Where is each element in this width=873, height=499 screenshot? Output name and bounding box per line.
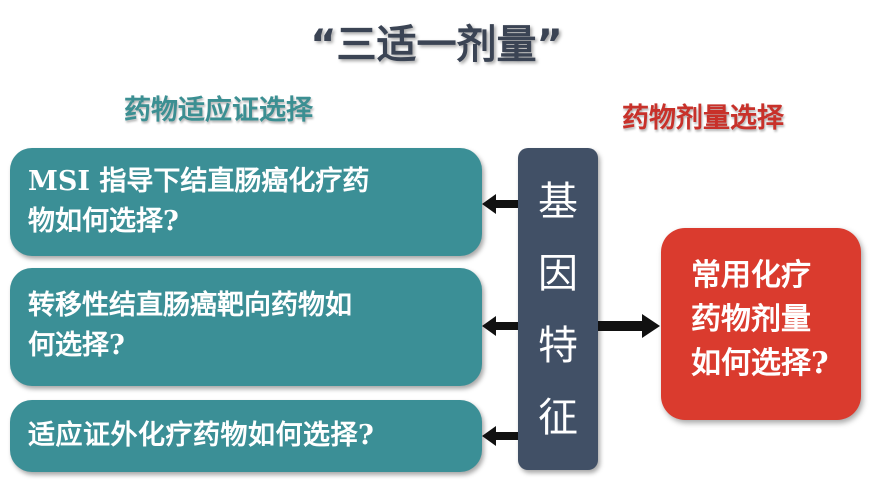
arrow-left-icon <box>482 194 520 214</box>
box-line: 物如何选择? <box>28 206 179 237</box>
left-box-targeted: 转移性结直肠癌靶向药物如 何选择? <box>10 268 482 386</box>
center-char: 因 <box>538 251 578 297</box>
box-line: 常用化疗 <box>691 258 811 293</box>
right-heading: 药物剂量选择 <box>622 103 784 134</box>
gene-feature-column: 基 因 特 征 <box>518 148 598 470</box>
box-line: 如何选择? <box>691 346 829 381</box>
center-char: 特 <box>538 323 578 369</box>
box-line: 转移性结直肠癌靶向药物如 <box>28 290 352 321</box>
left-box-offlabel: 适应证外化疗药物如何选择? <box>10 400 482 472</box>
center-char: 基 <box>538 179 578 225</box>
box-line: MSI 指导下结直肠癌化疗药 <box>28 166 370 197</box>
box-line: 何选择? <box>28 330 125 361</box>
box-line: 适应证外化疗药物如何选择? <box>28 420 375 451</box>
arrow-left-icon <box>482 426 520 446</box>
right-box-dosage: 常用化疗 药物剂量 如何选择? <box>661 228 861 420</box>
left-heading: 药物适应证选择 <box>124 95 313 126</box>
page-title: “三适一剂量” <box>310 22 563 68</box>
arrow-left-icon <box>482 316 520 336</box>
box-line: 药物剂量 <box>691 302 811 337</box>
arrow-right-icon <box>598 314 660 338</box>
left-box-msi: MSI 指导下结直肠癌化疗药 物如何选择? <box>10 148 482 256</box>
center-char: 征 <box>538 395 578 441</box>
